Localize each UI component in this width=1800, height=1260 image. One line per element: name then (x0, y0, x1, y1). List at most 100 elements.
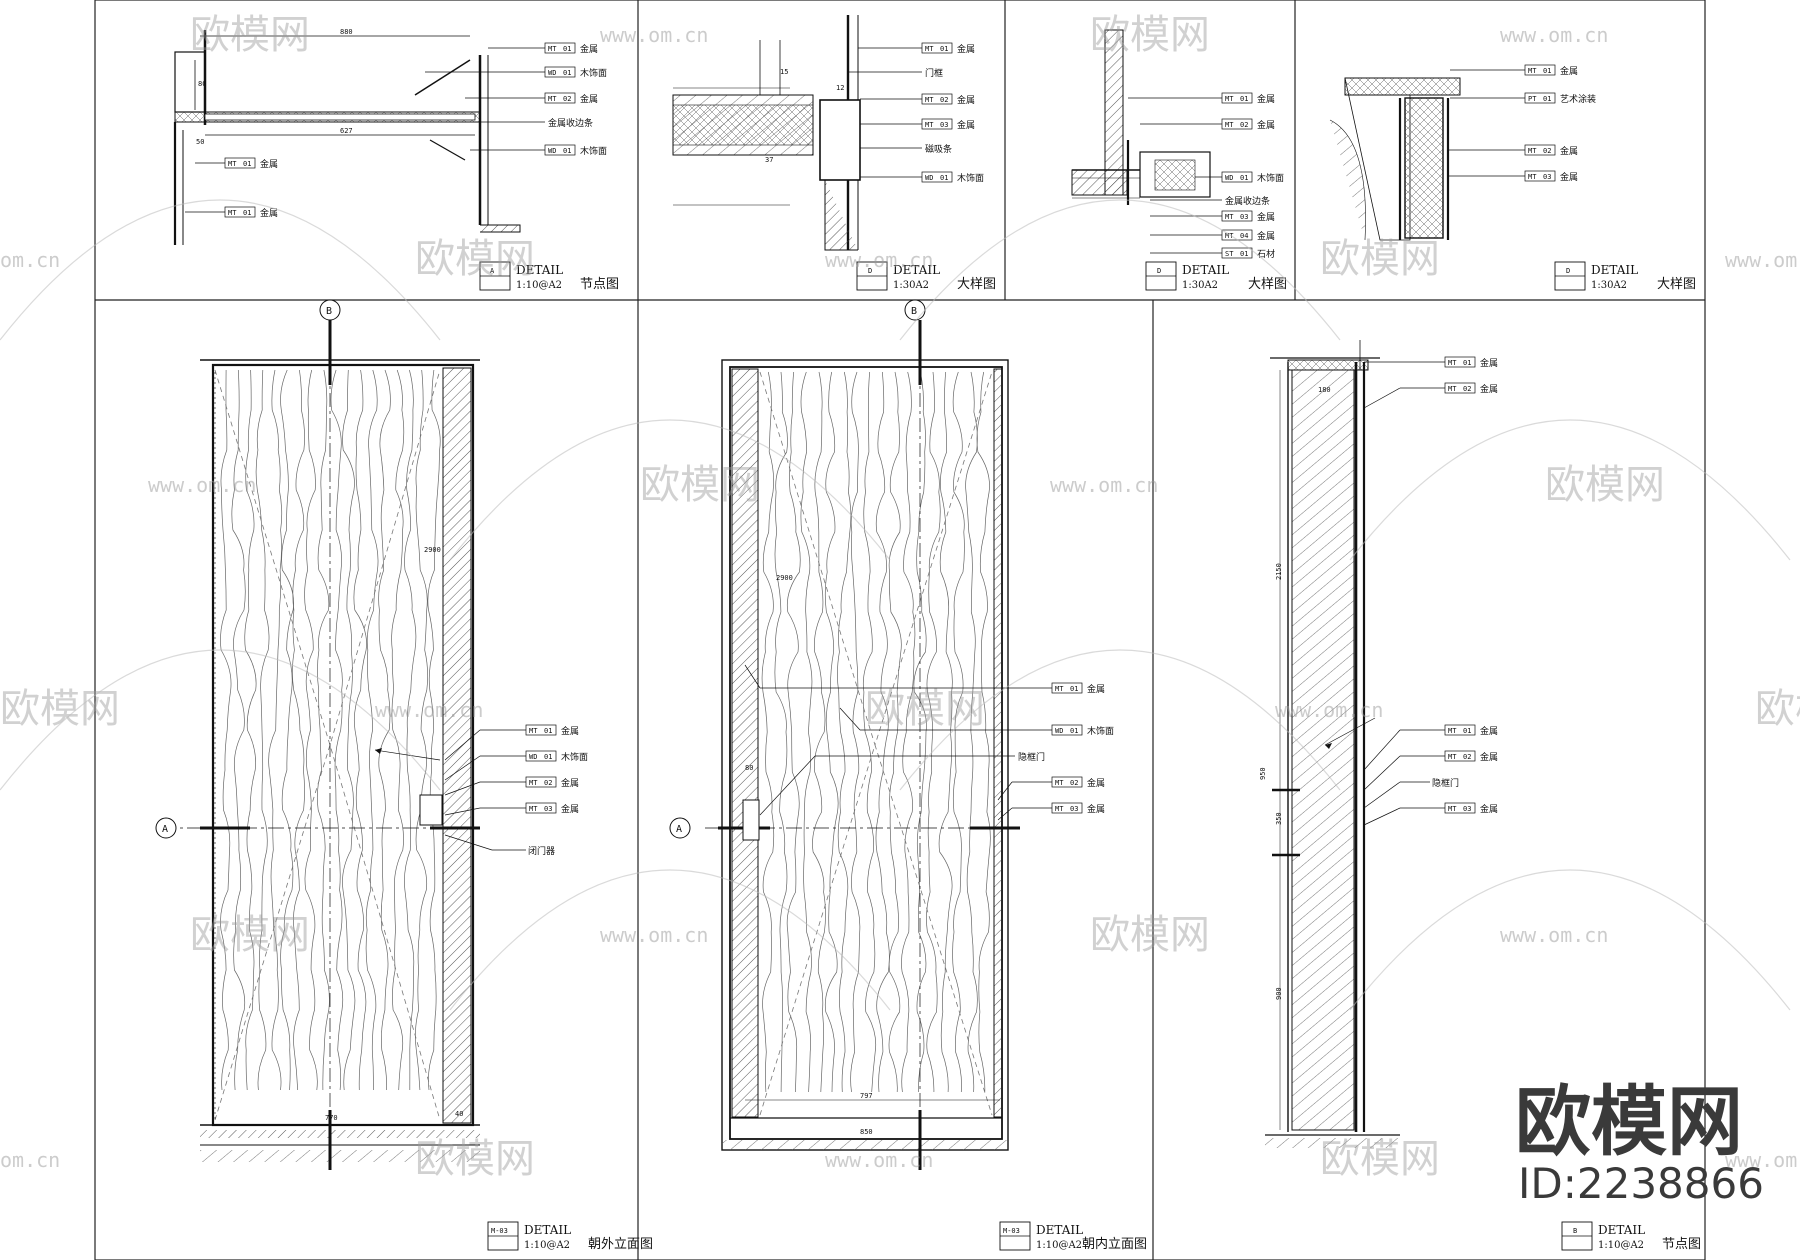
tag-code: WD (1225, 174, 1233, 182)
callout-label: 木饰面 (1257, 172, 1284, 184)
callout-label: 金属 (1257, 119, 1275, 131)
tag-code: MT (1225, 95, 1234, 103)
callout-label: 金属 (1560, 171, 1578, 183)
svg-text:www.om.cn: www.om.cn (1725, 248, 1800, 272)
callout-label: 金属 (1560, 65, 1578, 77)
callout-label: 艺术涂装 (1560, 93, 1596, 105)
callout: MT 01 金属 (744, 664, 1105, 695)
tag-code: MT (1448, 385, 1457, 393)
tag-code: 02 (1463, 385, 1471, 393)
callout: MT 03 金属 (997, 802, 1105, 821)
callout: MT 02 金属 (997, 776, 1105, 801)
callout-label: 金属 (1257, 93, 1275, 105)
svg-text:M-03: M-03 (1003, 1227, 1020, 1235)
dim-text: 770 (325, 1114, 338, 1122)
tag-code: 02 (544, 779, 552, 787)
svg-text:www.om.cn: www.om.cn (825, 248, 933, 272)
elevation-1-callouts: MT 01 金属 WD 01 木饰面 MT 02 金属 MT 03 金属 (444, 724, 588, 857)
detail-2-section: 15 12 37 (672, 15, 861, 251)
callout: MT 04 金属 (1150, 229, 1275, 242)
callout-label: 金属 (1257, 230, 1275, 242)
callout: WD 01 木饰面 (839, 707, 1114, 737)
svg-text:欧模网: 欧模网 (415, 236, 535, 282)
grain-line (255, 369, 270, 1091)
grain-line (965, 371, 978, 1093)
tag-code: PT (1528, 95, 1537, 103)
callout-label: 金属 (1087, 683, 1105, 695)
dim-text: 15 (780, 68, 788, 76)
callout: MT 03 金属 (860, 118, 975, 131)
svg-text:ID:2238866: ID:2238866 (1518, 1159, 1764, 1208)
wood-grain (761, 371, 991, 1093)
section-mark-b-1 (319, 299, 341, 321)
tag-code: 03 (940, 121, 948, 129)
svg-text:www.om.cn: www.om.cn (1500, 923, 1608, 947)
dim-text: 37 (765, 156, 773, 164)
svg-text:欧模网: 欧模网 (1545, 462, 1665, 508)
tag-code: 01 (1240, 95, 1248, 103)
callout-label: 门框 (925, 67, 943, 79)
grain-line (862, 371, 877, 1093)
tag-code: 01 (1240, 174, 1248, 182)
grain-line (812, 371, 826, 1093)
dim-text: 880 (340, 28, 353, 36)
title-blocks: A DETAIL 1:10@A2 节点图 D DETAIL 1:30A2 大样图… (479, 261, 1701, 1252)
callout-label: 金属 (957, 119, 975, 131)
section-mark-label: B (326, 306, 332, 317)
watermark-id-stamp: 欧模网 ID:2238866 (1515, 1077, 1764, 1208)
title-block: M-03 DETAIL 1:10@A2 朝外立面图 (487, 1221, 653, 1252)
callout: MT 03 金属 (1448, 170, 1578, 183)
tag-code: 01 (563, 69, 571, 77)
tag-code: MT (1448, 359, 1457, 367)
tag-code: 01 (563, 147, 571, 155)
callout: WD 01 木饰面 (860, 171, 984, 184)
grain-line (888, 371, 902, 1093)
callout-label: 隐框门 (1018, 751, 1045, 763)
grain-line (938, 371, 953, 1093)
grain-line (415, 369, 429, 1091)
callout: 磁吸条 (860, 143, 952, 155)
svg-text:1:30A2: 1:30A2 (1591, 280, 1627, 291)
tag-code: MT (1225, 121, 1234, 129)
svg-text:DETAIL: DETAIL (1591, 263, 1638, 277)
svg-text:DETAIL: DETAIL (524, 1223, 571, 1237)
grain-line (330, 369, 344, 1091)
dim-text: 80 (745, 764, 753, 772)
watermark-arcs (0, 199, 1791, 1011)
svg-text:欧模网: 欧模网 (1320, 1136, 1440, 1182)
callout: MT 01 金属 (1364, 356, 1498, 369)
callout: MT 01 金属 (1450, 64, 1578, 77)
callout: MT 02 金属 (1363, 382, 1498, 409)
callout-label: 金属 (561, 777, 579, 789)
tag-code: 01 (1070, 727, 1078, 735)
section-3-callouts: MT 01 金属 MT 02 金属 MT 01 金属 MT 02 金属 (1363, 356, 1498, 826)
tag-code: MT (529, 727, 538, 735)
tag-code: 02 (1543, 147, 1551, 155)
svg-text:D: D (1157, 267, 1161, 275)
tag-code: 01 (1463, 359, 1471, 367)
tag-code: 03 (1543, 173, 1551, 181)
grain-line (244, 369, 257, 1091)
title-block: D DETAIL 1:30A2 大样图 (1554, 261, 1696, 292)
tag-code: 01 (940, 45, 948, 53)
tag-code: 01 (1543, 67, 1551, 75)
tag-code: 02 (1240, 121, 1248, 129)
section-mark-a-2 (669, 817, 691, 839)
svg-text:欧模网: 欧模网 (1090, 12, 1210, 58)
grain-line (220, 369, 232, 1091)
grain-line (976, 371, 991, 1093)
tag-code: 02 (1463, 753, 1471, 761)
detail-3-section (1071, 29, 1211, 205)
tag-code: WD (1055, 727, 1063, 735)
callout-label: 金属 (561, 725, 579, 737)
svg-text:1:30A2: 1:30A2 (893, 280, 929, 291)
callout: MT 02 金属 (1363, 750, 1498, 791)
tag-code: WD (548, 147, 556, 155)
dim-text: 900 (1275, 987, 1283, 1000)
callout: WD 01 木饰面 (444, 750, 588, 781)
svg-text:欧模网: 欧模网 (0, 686, 120, 732)
tag-code: MT (228, 209, 237, 217)
svg-text:D: D (868, 267, 872, 275)
section-mark-a-1 (155, 817, 177, 839)
svg-text:om.cn: om.cn (0, 1148, 60, 1172)
